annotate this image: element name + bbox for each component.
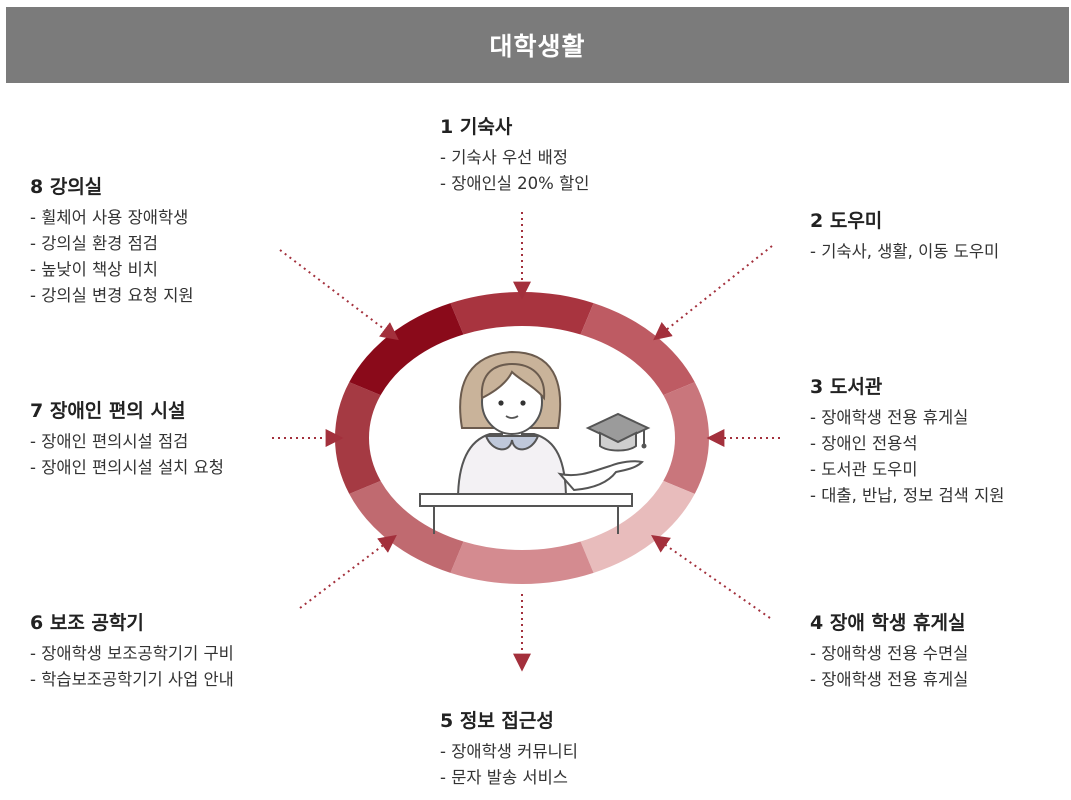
list-item: 장애학생 보조공학기기 구비 <box>30 641 234 667</box>
page-title: 대학생활 <box>489 32 586 61</box>
section-8-classroom: 8 강의실 휠체어 사용 장애학생 강의실 환경 점검 높낮이 책상 비치 강의… <box>30 172 194 309</box>
list-item: 휠체어 사용 장애학생 <box>30 205 194 231</box>
ring-segment-4 <box>580 480 695 573</box>
list-item: 문자 발송 서비스 <box>440 765 578 791</box>
arrow-6 <box>299 534 397 609</box>
section-title: 6 보조 공학기 <box>30 612 144 634</box>
section-2-helper: 2 도우미 기숙사, 생활, 이동 도우미 <box>810 206 999 265</box>
list-item: 장애인 편의시설 점검 <box>30 429 224 455</box>
section-7-facilities: 7 장애인 편의 시설 장애인 편의시설 점검 장애인 편의시설 설치 요청 <box>30 396 224 481</box>
list-item: 도서관 도우미 <box>810 457 1004 483</box>
section-title: 7 장애인 편의 시설 <box>30 400 186 422</box>
arrow-2 <box>653 245 773 341</box>
header-bar: 대학생활 <box>6 7 1069 83</box>
list-item: 기숙사, 생활, 이동 도우미 <box>810 239 999 265</box>
list-item: 장애학생 전용 수면실 <box>810 641 968 667</box>
list-item: 장애인 편의시설 설치 요청 <box>30 455 224 481</box>
section-items: 장애학생 보조공학기기 구비 학습보조공학기기 사업 안내 <box>30 641 234 693</box>
list-item: 학습보조공학기기 사업 안내 <box>30 667 234 693</box>
ring-segment-2 <box>580 303 695 396</box>
list-item: 장애인 전용석 <box>810 431 1004 457</box>
section-items: 기숙사, 생활, 이동 도우미 <box>810 239 999 265</box>
list-item: 장애학생 전용 휴게실 <box>810 667 968 693</box>
section-title: 8 강의실 <box>30 176 103 198</box>
section-5-accessibility: 5 정보 접근성 장애학생 커뮤니티 문자 발송 서비스 <box>440 706 578 791</box>
section-4-student-lounge: 4 장애 학생 휴게실 장애학생 전용 수면실 장애학생 전용 휴게실 <box>810 608 968 693</box>
ring-segment-6 <box>349 480 464 573</box>
section-items: 장애학생 전용 휴게실 장애인 전용석 도서관 도우미 대출, 반납, 정보 검… <box>810 405 1004 509</box>
section-items: 휠체어 사용 장애학생 강의실 환경 점검 높낮이 책상 비치 강의실 변경 요… <box>30 205 194 309</box>
list-item: 장애학생 커뮤니티 <box>440 739 578 765</box>
section-1-dormitory: 1 기숙사 기숙사 우선 배정 장애인실 20% 할인 <box>440 112 589 197</box>
list-item: 장애학생 전용 휴게실 <box>810 405 1004 431</box>
section-6-assistive-tech: 6 보조 공학기 장애학생 보조공학기기 구비 학습보조공학기기 사업 안내 <box>30 608 234 693</box>
section-title: 2 도우미 <box>810 210 883 232</box>
section-items: 기숙사 우선 배정 장애인실 20% 할인 <box>440 145 589 197</box>
section-title: 1 기숙사 <box>440 116 513 138</box>
list-item: 대출, 반납, 정보 검색 지원 <box>810 483 1004 509</box>
ring-segment-8 <box>349 303 464 396</box>
section-title: 5 정보 접근성 <box>440 710 554 732</box>
list-item: 강의실 변경 요청 지원 <box>30 283 193 309</box>
arrow-4 <box>651 534 771 619</box>
section-3-library: 3 도서관 장애학생 전용 휴게실 장애인 전용석 도서관 도우미 대출, 반납… <box>810 372 1004 509</box>
ring-segment-1 <box>450 292 594 335</box>
arrows <box>272 212 780 672</box>
ring <box>335 292 710 584</box>
ring-segment-7 <box>335 382 381 494</box>
ring-segment-3 <box>663 382 710 494</box>
ring-segment-5 <box>450 541 594 584</box>
student-with-graduation-cap-icon <box>419 350 651 534</box>
list-item: 높낮이 책상 비치 <box>30 257 194 283</box>
section-items: 장애인 편의시설 점검 장애인 편의시설 설치 요청 <box>30 429 224 481</box>
section-title: 3 도서관 <box>810 376 883 398</box>
section-items: 장애학생 전용 수면실 장애학생 전용 휴게실 <box>810 641 968 693</box>
arrow-8 <box>279 249 399 341</box>
list-item: 장애인실 20% 할인 <box>440 171 589 197</box>
list-item: 강의실 환경 점검 <box>30 231 194 257</box>
section-title: 4 장애 학생 휴게실 <box>810 612 966 634</box>
section-items: 장애학생 커뮤니티 문자 발송 서비스 <box>440 739 578 791</box>
list-item: 기숙사 우선 배정 <box>440 145 589 171</box>
